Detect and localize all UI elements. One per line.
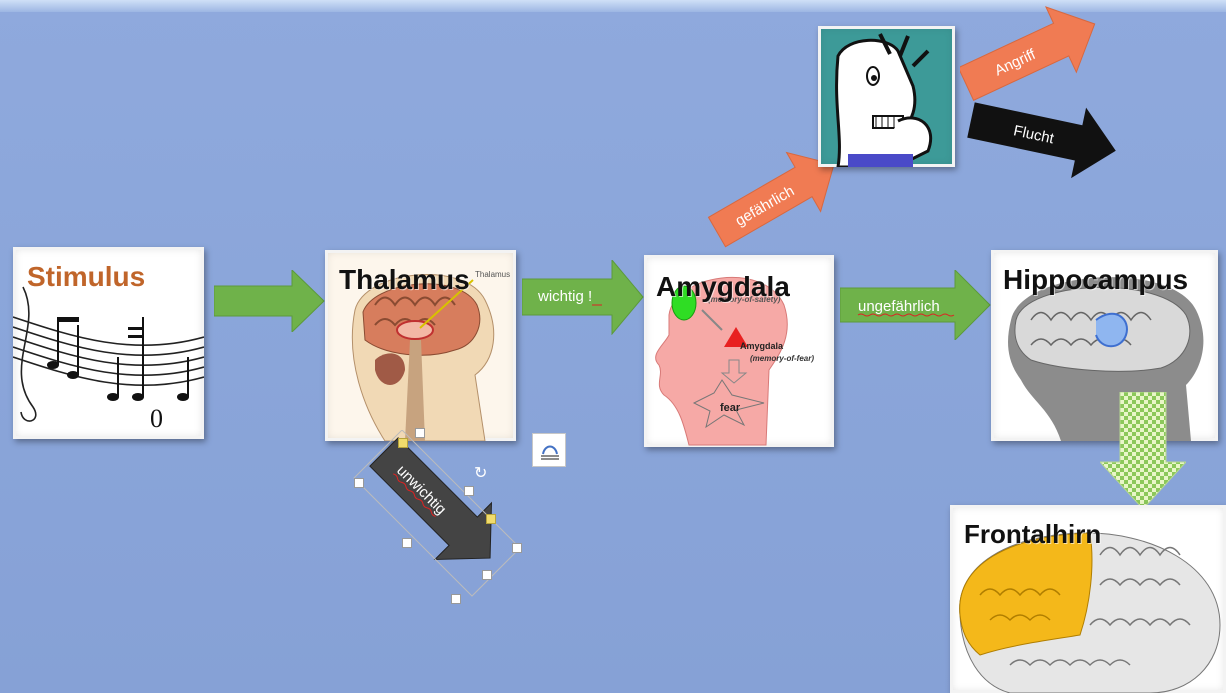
selection-handle-mid-right[interactable] (464, 486, 474, 496)
arrow-stimulus-to-thalamus (214, 270, 326, 332)
rotate-handle-icon[interactable]: ↻ (474, 466, 487, 482)
layout-options-icon (533, 434, 567, 468)
selection-handle-right[interactable] (512, 543, 522, 553)
selection-handle-bottom[interactable] (451, 594, 461, 604)
arrow-unwichtig: unwichtig (352, 430, 532, 610)
selection-handle-bottom-right[interactable] (482, 570, 492, 580)
arrow-angriff: Angriff (960, 6, 1112, 106)
ungefaehrlich-label: ungefährlich (858, 298, 940, 315)
amygdala-tile: (memory-of-safety) Amygdala (memory-of-f… (644, 255, 834, 447)
amygdala-title: Amygdala (656, 271, 790, 303)
selection-handle-mid-left[interactable] (402, 538, 412, 548)
arrow-wichtig: wichtig ! (522, 260, 644, 335)
selection-handle-top[interactable] (415, 428, 425, 438)
stimulus-title: Stimulus (27, 261, 145, 293)
scared-person-icon (818, 26, 955, 167)
amygdala-inner-label: Amygdala (740, 341, 783, 351)
scared-person-tile (818, 26, 955, 167)
arrow-flucht: Flucht (965, 98, 1125, 188)
hippocampus-title: Hippocampus (1003, 264, 1188, 296)
memory-of-fear-label: (memory-of-fear) (750, 354, 814, 363)
selection-handle-yellow-top[interactable] (398, 438, 408, 448)
arrow-hippocampus-to-frontalhirn (1100, 392, 1186, 510)
thalamus-tile: Thalamus Thalamus (325, 250, 516, 441)
fear-label: fear (720, 402, 740, 414)
layout-options-button[interactable] (532, 433, 566, 467)
stimulus-tile: 0 Stimulus (13, 247, 204, 439)
svg-text:0: 0 (150, 404, 163, 433)
frontalhirn-title: Frontalhirn (964, 519, 1101, 550)
arrow-ungefaehrlich: ungefährlich (840, 270, 992, 340)
thalamus-small-label: Thalamus (475, 270, 510, 279)
selection-handle-yellow-right[interactable] (486, 514, 496, 524)
selection-handle-left[interactable] (354, 478, 364, 488)
frontalhirn-tile: Frontalhirn (950, 505, 1226, 693)
thalamus-title: Thalamus (339, 264, 470, 296)
wichtig-label: wichtig ! (537, 288, 592, 305)
